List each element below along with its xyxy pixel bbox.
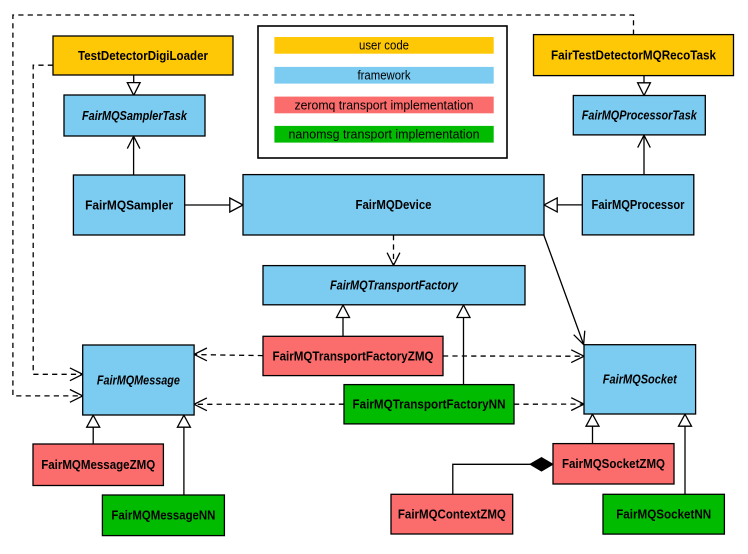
svg-text:FairMQContextZMQ: FairMQContextZMQ [398, 507, 506, 522]
svg-text:framework: framework [358, 68, 411, 83]
svg-text:FairMQSamplerTask: FairMQSamplerTask [82, 108, 188, 123]
svg-text:FairMQTransportFactoryZMQ: FairMQTransportFactoryZMQ [273, 348, 434, 363]
svg-text:TestDetectorDigiLoader: TestDetectorDigiLoader [78, 48, 208, 63]
svg-text:FairMQSampler: FairMQSampler [85, 197, 173, 212]
svg-text:FairMQSocketNN: FairMQSocketNN [616, 507, 711, 522]
svg-text:FairMQMessageZMQ: FairMQMessageZMQ [41, 457, 155, 472]
svg-text:nanomsg transport implementati: nanomsg transport implementation [289, 127, 480, 142]
svg-text:FairMQSocketZMQ: FairMQSocketZMQ [562, 456, 665, 471]
svg-text:user code: user code [359, 38, 409, 53]
svg-text:zeromq transport implementatio: zeromq transport implementation [295, 97, 474, 112]
svg-text:FairTestDetectorMQRecoTask: FairTestDetectorMQRecoTask [551, 48, 717, 63]
svg-text:FairMQMessageNN: FairMQMessageNN [111, 508, 215, 523]
svg-text:FairMQSocket: FairMQSocket [603, 372, 677, 387]
svg-text:FairMQProcessor: FairMQProcessor [592, 197, 685, 212]
svg-text:FairMQTransportFactoryNN: FairMQTransportFactoryNN [353, 397, 506, 412]
svg-text:FairMQDevice: FairMQDevice [356, 197, 432, 212]
svg-text:FairMQMessage: FairMQMessage [97, 372, 180, 387]
svg-text:FairMQProcessorTask: FairMQProcessorTask [582, 108, 698, 123]
svg-text:FairMQTransportFactory: FairMQTransportFactory [330, 278, 459, 293]
